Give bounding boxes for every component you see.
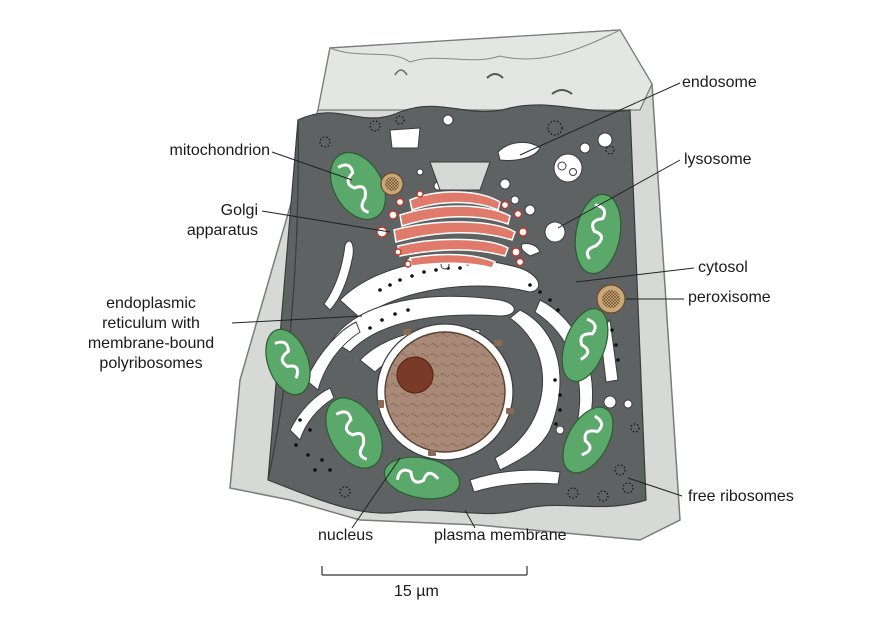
nucleus xyxy=(376,323,514,461)
golgi-apparatus xyxy=(376,190,528,269)
mitochondrion-7 xyxy=(383,456,461,500)
label-endosome: endosome xyxy=(682,74,757,91)
mitochondrion-1 xyxy=(329,151,387,221)
mitochondrion-6 xyxy=(562,406,614,474)
label-nucleus: nucleus xyxy=(318,527,374,544)
endoplasmic-reticulum xyxy=(289,240,619,493)
label-mitochondrion: mitochondrion xyxy=(169,142,271,159)
mitochondrion-5 xyxy=(325,397,383,469)
label-golgi-apparatus: Golgi apparatus xyxy=(186,202,258,239)
leader-lines xyxy=(231,82,695,529)
er-ribosomes xyxy=(294,266,620,472)
endosome xyxy=(553,153,583,183)
mitochondrion-4 xyxy=(265,328,311,396)
mitochondria xyxy=(265,151,622,500)
label-lysosome: lysosome xyxy=(684,151,752,168)
label-plasma-membrane: plasma membrane xyxy=(434,527,567,544)
label-free-ribosomes: free ribosomes xyxy=(688,488,794,505)
label-cytosol: cytosol xyxy=(698,259,748,276)
mitochondrion-3 xyxy=(561,308,609,382)
peroxisomes xyxy=(380,172,626,314)
scale-bar xyxy=(321,566,528,576)
free-ribosomes xyxy=(319,115,640,502)
scale-bar-label: 15 µm xyxy=(394,583,439,600)
label-endoplasmic-reticulum: endoplasmic reticulum with membrane-boun… xyxy=(87,295,215,372)
label-peroxisome: peroxisome xyxy=(688,289,771,306)
mitochondrion-2 xyxy=(574,193,622,275)
